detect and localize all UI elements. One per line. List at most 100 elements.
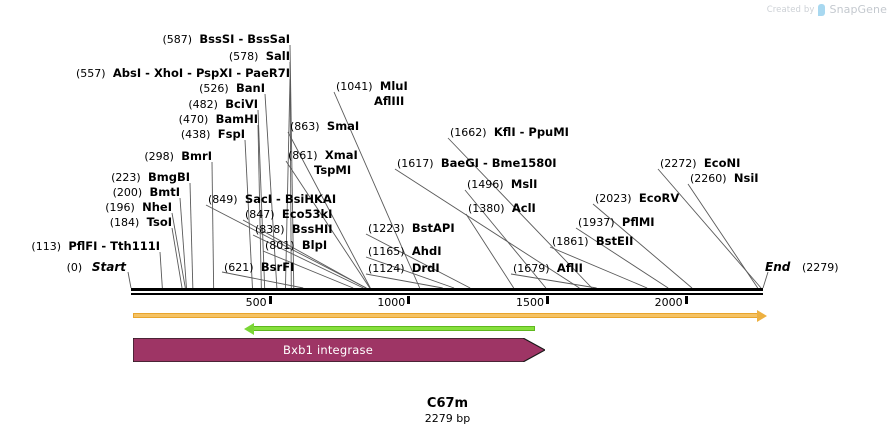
restriction-site-label[interactable]: (621) BsrFI [224, 261, 294, 275]
end-endpoint-label: End (2279) [765, 260, 839, 274]
restriction-site-position: (849) [208, 193, 238, 206]
restriction-site-label[interactable]: (113) PflFI - Tth111I [31, 239, 160, 254]
ruler-tick-label: 1000 [377, 296, 406, 309]
restriction-site-position: (2023) [595, 192, 632, 205]
restriction-site-position: (1041) [336, 80, 373, 93]
start-endpoint-label: (0) Start [67, 260, 126, 274]
restriction-site-label[interactable]: (1679) AflII [513, 261, 583, 276]
ruler-tick [684, 296, 688, 304]
restriction-site-position: (1662) [450, 126, 487, 139]
restriction-site-label[interactable]: TspMI [314, 164, 351, 177]
restriction-site-label[interactable]: (196) NheI [105, 201, 172, 215]
restriction-site-label[interactable]: (1861) BstEII [552, 235, 633, 249]
restriction-site-label[interactable]: (526) BanI [199, 82, 265, 96]
restriction-site-label[interactable]: (838) BssHII [255, 223, 333, 237]
restriction-site-label[interactable]: (1496) MslI [467, 177, 538, 192]
restriction-site-label[interactable]: (2260) NsiI [690, 172, 759, 186]
restriction-site-label[interactable]: (578) SalI [229, 50, 290, 64]
ruler-tick-label: 1500 [515, 296, 544, 309]
ruler-tick-label: 2000 [654, 296, 683, 309]
feature-green-arrow[interactable] [244, 323, 535, 335]
restriction-site-label[interactable]: (298) BmrI [144, 150, 212, 164]
site-leader-line [189, 182, 194, 289]
site-leader-line [657, 168, 762, 289]
site-leader-line [171, 227, 183, 289]
restriction-site-position: (863) [290, 120, 320, 133]
site-leader-line [762, 271, 769, 289]
site-leader-line [365, 256, 455, 289]
site-leader-line [447, 137, 593, 289]
site-leader-line [257, 124, 262, 289]
restriction-site-position: (298) [144, 150, 174, 163]
restriction-site-label[interactable]: (1124) DrdI [368, 262, 440, 276]
restriction-site-label[interactable]: (1223) BstAPI [368, 222, 455, 236]
restriction-site-label[interactable]: (849) SacI - BsiHKAI [208, 193, 336, 207]
site-leader-line [285, 78, 291, 289]
restriction-site-label[interactable]: (482) BciVI [188, 98, 258, 112]
restriction-site-label[interactable]: (1380) AclI [468, 202, 536, 216]
restriction-enzyme-name: MslI [510, 177, 538, 191]
restriction-site-label[interactable]: (200) BmtI [113, 185, 180, 200]
restriction-enzyme-name: PflFI - Tth111I [68, 239, 160, 253]
restriction-site-position: (526) [199, 82, 229, 95]
restriction-site-label[interactable]: (863) SmaI [290, 119, 360, 134]
feature-bxb1-integrase-arrow[interactable]: Bxb1 integrase [133, 338, 545, 362]
feature-bxb1-integrase-label: Bxb1 integrase [283, 343, 373, 357]
site-leader-line [171, 212, 186, 289]
watermark-created-by-text: Created by [766, 4, 815, 15]
restriction-enzyme-name: XmaI [324, 148, 358, 162]
restriction-site-label[interactable]: (2272) EcoNI [660, 156, 741, 171]
restriction-site-label[interactable]: (587) BssSI - BssSaI [163, 33, 290, 47]
restriction-site-label[interactable]: (184) TsoI [109, 215, 172, 230]
restriction-enzyme-name: KflI - PpuMI [493, 125, 569, 139]
restriction-site-position: (861) [288, 149, 318, 162]
site-leader-line [465, 213, 515, 289]
restriction-site-position: (1165) [368, 245, 405, 258]
restriction-site-label[interactable]: (2023) EcoRV [595, 192, 679, 206]
restriction-site-label[interactable]: (801) BlpI [265, 238, 328, 253]
site-leader-line [159, 251, 163, 289]
restriction-site-position: (1380) [468, 202, 505, 215]
restriction-enzyme-name: AflIII [374, 94, 405, 108]
restriction-site-label[interactable]: (1041) MluI [336, 80, 408, 94]
restriction-enzyme-name: Eco53kI [281, 207, 333, 221]
restriction-site-position: (838) [255, 223, 285, 236]
restriction-site-label[interactable]: (1662) KflI - PpuMI [450, 125, 569, 140]
restriction-enzyme-name: AflII [556, 261, 583, 275]
snapgene-logo-icon [818, 3, 826, 16]
restriction-site-position: (1937) [578, 216, 615, 229]
site-leader-line [262, 250, 354, 289]
restriction-site-label[interactable]: (438) FspI [181, 128, 245, 142]
restriction-enzyme-name: BlpI [301, 238, 328, 252]
restriction-enzyme-name: BmtI [149, 185, 180, 199]
restriction-site-position: (184) [109, 216, 140, 229]
restriction-site-label[interactable]: (1937) PflMI [578, 216, 655, 230]
snapgene-watermark: Created by SnapGene [767, 3, 887, 16]
restriction-site-position: (801) [265, 239, 295, 252]
restriction-site-label[interactable]: AflIII [374, 95, 404, 108]
restriction-site-label[interactable]: (223) BmgBI [111, 171, 190, 185]
restriction-site-label[interactable]: (1617) BaeGI - Bme1580I [397, 156, 557, 171]
site-leader-line [285, 160, 371, 289]
feature-backbone-orange-arrow[interactable] [133, 310, 767, 322]
site-leader-line [211, 161, 215, 289]
restriction-site-label[interactable]: (847) Eco53kI [245, 207, 333, 222]
restriction-enzyme-name: AbsI - XhoI - PspXI - PaeR7I [112, 66, 290, 80]
site-leader-line [333, 91, 421, 289]
restriction-enzyme-name: BaeGI - Bme1580I [440, 156, 557, 170]
restriction-enzyme-name: SmaI [326, 119, 360, 133]
site-leader-line [365, 273, 443, 289]
cds-arrow-shape [133, 338, 545, 362]
restriction-site-label[interactable]: (470) BamHI [179, 113, 258, 127]
restriction-site-position: (847) [245, 208, 275, 221]
restriction-site-label[interactable]: (557) AbsI - XhoI - PspXI - PaeR7I [76, 66, 290, 81]
plasmid-name: C67m [426, 396, 469, 411]
restriction-site-position: (1124) [368, 262, 405, 275]
restriction-enzyme-name: TsoI [146, 215, 172, 229]
restriction-enzyme-name: EcoNI [703, 156, 741, 170]
restriction-site-label[interactable]: (861) XmaI [288, 148, 358, 163]
restriction-site-label[interactable]: (1165) AhdI [368, 245, 442, 259]
site-leader-line [252, 234, 364, 289]
site-leader-line [289, 61, 292, 289]
